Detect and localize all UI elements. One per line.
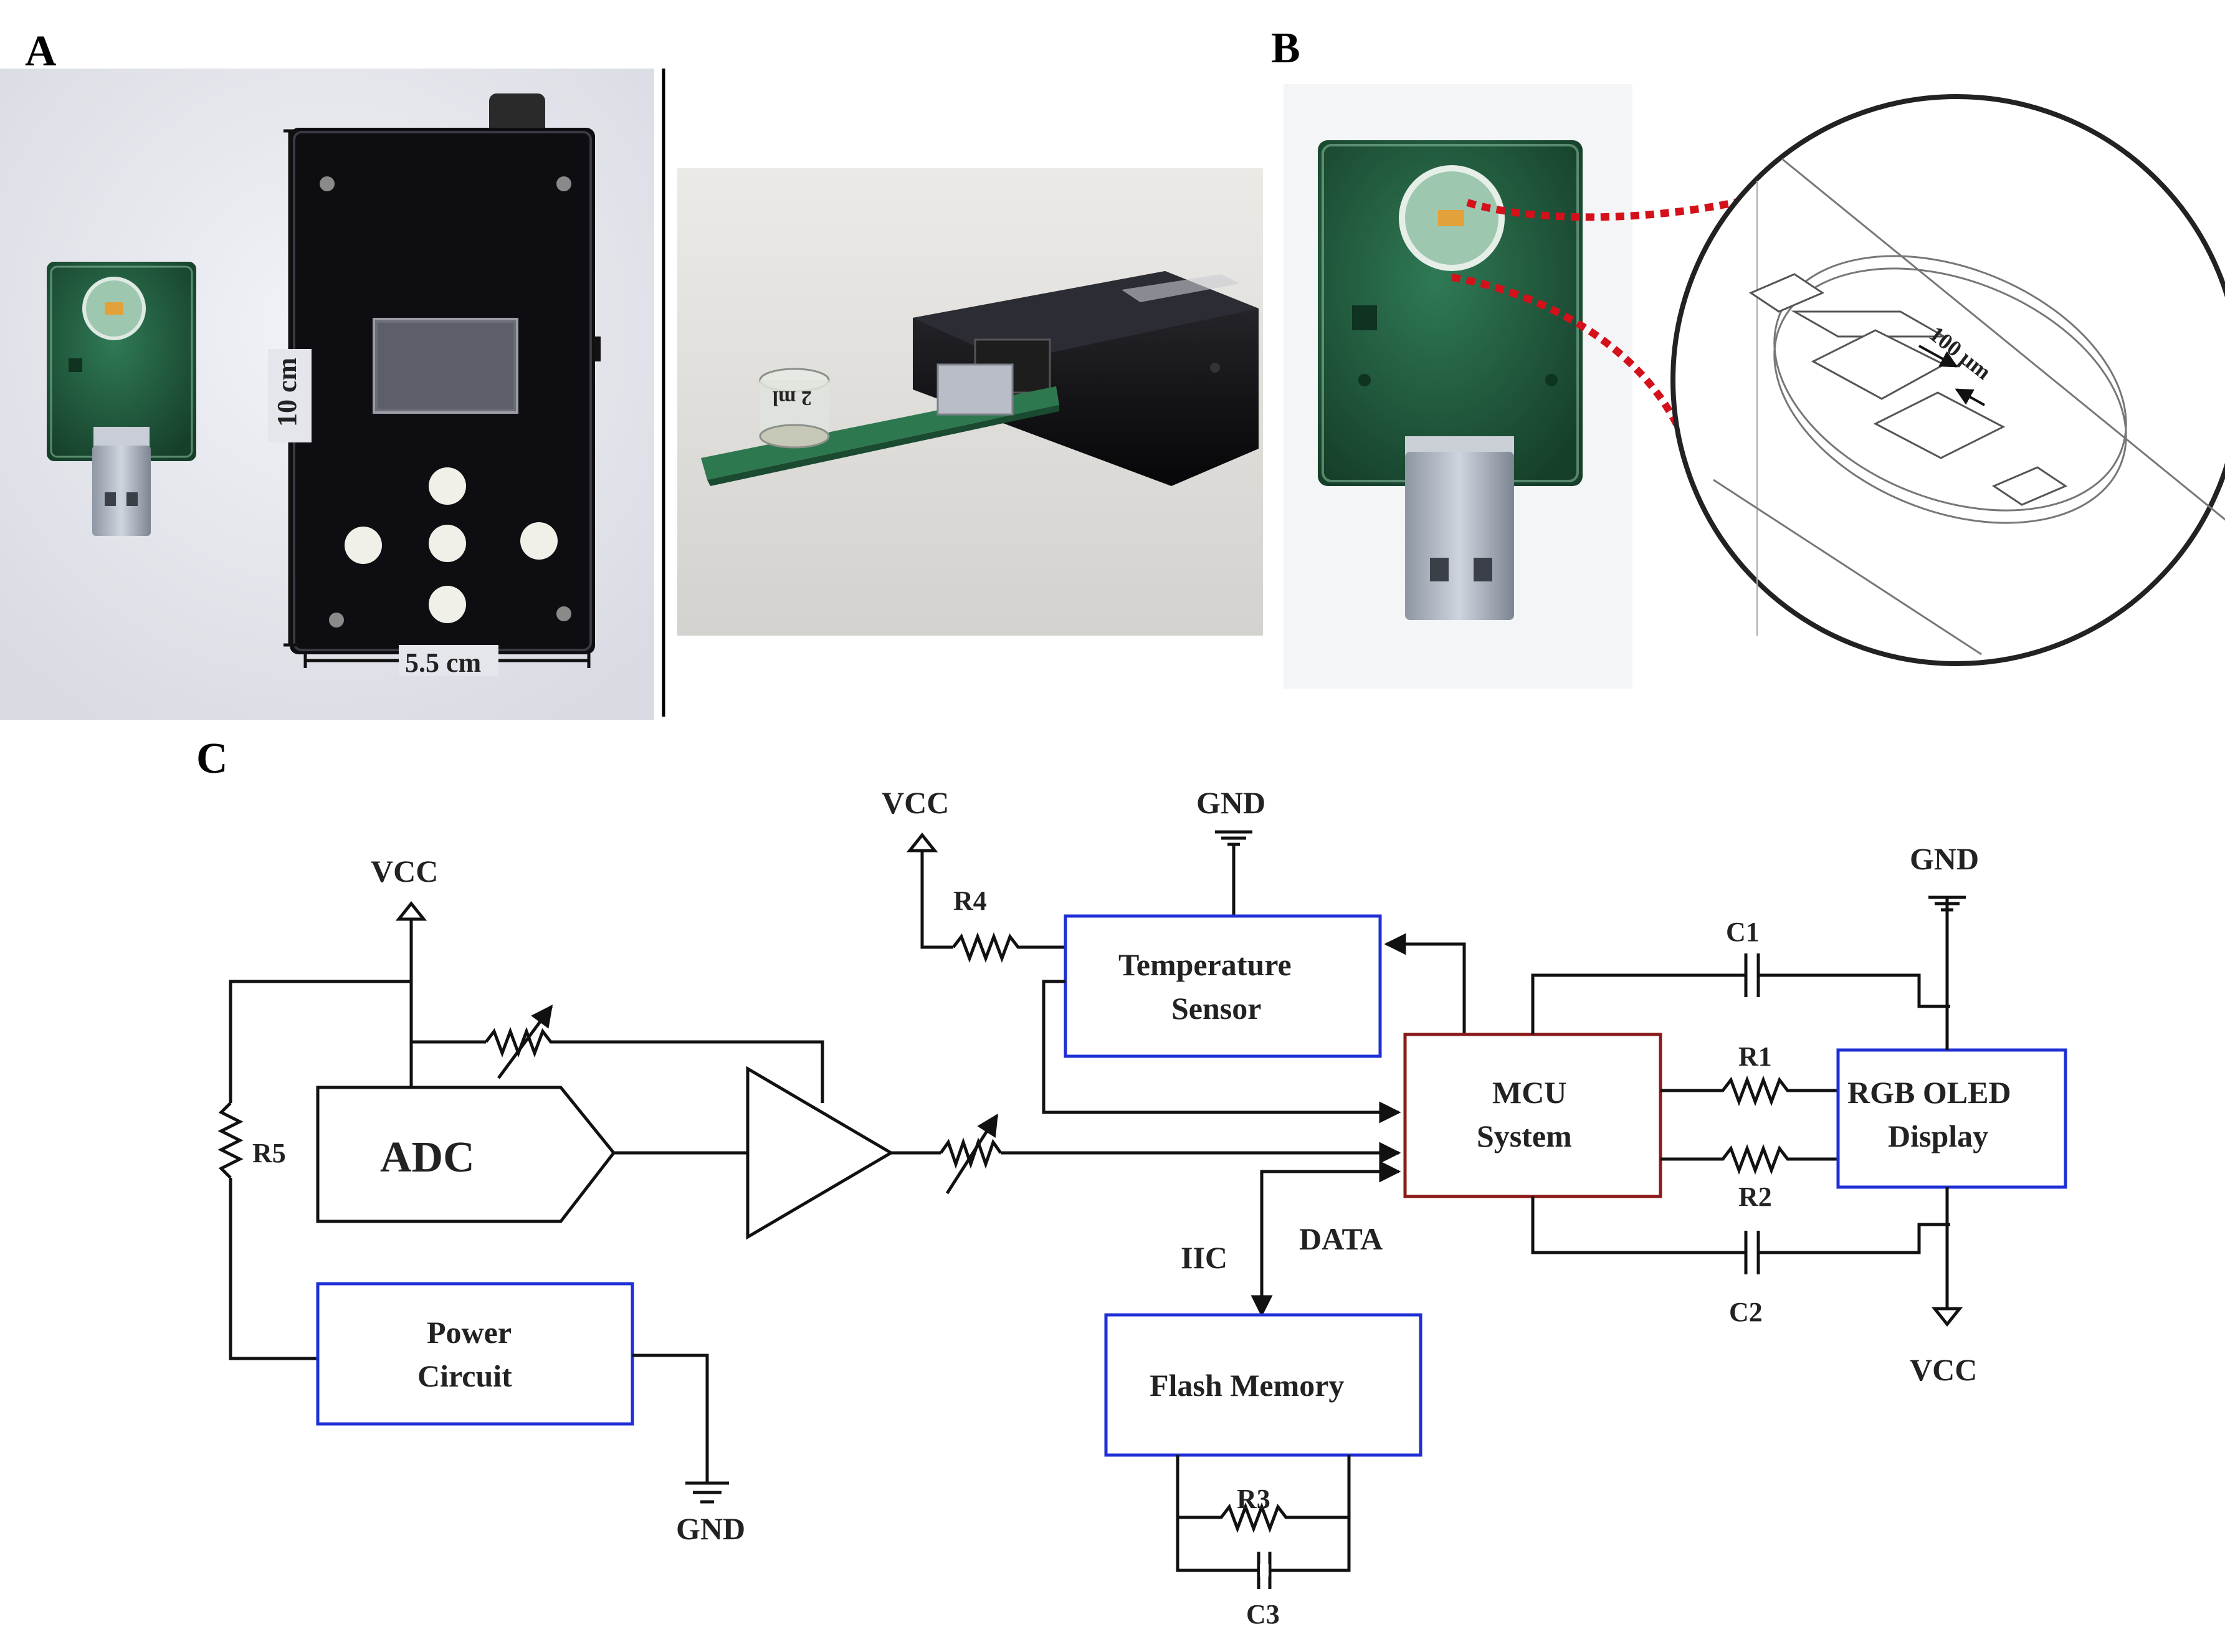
height-dimension-label: 10 cm — [272, 358, 302, 427]
resistor-r4 — [952, 932, 1065, 963]
oled-label-line1: RGB OLED — [1847, 1075, 2011, 1110]
variable-resistor-signal — [939, 1137, 1003, 1169]
electrode-magnified: 100 µm — [1670, 94, 2225, 666]
c1-label: C1 — [1726, 917, 1760, 947]
variable-resistor-feedback — [485, 1026, 583, 1058]
wire-power-gnd — [632, 1354, 709, 1483]
gnd-right-label: GND — [1910, 841, 1979, 876]
panel-label-c: C — [196, 735, 228, 783]
sensor-board-small — [47, 262, 196, 536]
capacitor-c1 — [1744, 953, 1760, 997]
handheld-device — [290, 93, 601, 654]
r2-label: R2 — [1738, 1182, 1772, 1212]
adc-block — [316, 1086, 616, 1223]
r1-label: R1 — [1738, 1041, 1772, 1072]
photo-device-with-sensor: 2 ml — [677, 168, 1263, 636]
r5-label: R5 — [252, 1138, 286, 1168]
vial: 2 ml — [759, 368, 830, 449]
c2-label: C2 — [1729, 1297, 1763, 1327]
r3-label: R3 — [1237, 1484, 1270, 1514]
vcc-right-label: VCC — [1910, 1352, 1977, 1387]
vial-marking: 2 ml — [773, 386, 812, 409]
sensor-board-large — [1284, 84, 1632, 689]
temp-label-line1: Temperature — [1118, 947, 1292, 982]
mcu-label-line2: System — [1477, 1119, 1572, 1153]
width-dimension-label: 5.5 cm — [405, 647, 481, 678]
resistor-r5 — [217, 1102, 244, 1179]
capacitor-c3 — [1257, 1552, 1272, 1589]
wire-vcc-r4 — [920, 851, 953, 949]
wire-feedback-right — [583, 1040, 824, 1103]
variable-resistor-feedback-arrow — [497, 1005, 553, 1079]
wire-c1-oled — [1758, 973, 1950, 1008]
iic-label: IIC — [1181, 1240, 1227, 1275]
gnd-bottom-symbol — [685, 1481, 729, 1504]
resistor-r2 — [1660, 1144, 1838, 1175]
wire-r5-top — [229, 980, 411, 1103]
vcc-temp-symbol — [906, 832, 938, 852]
gnd-bottom-label: GND — [676, 1511, 745, 1546]
temp-label-line2: Sensor — [1171, 991, 1261, 1026]
oled-label-line2: Display — [1888, 1119, 1988, 1153]
wire-mcu-c2 — [1531, 1196, 1745, 1254]
vcc-left-label: VCC — [371, 854, 438, 889]
flash-label: Flash Memory — [1150, 1368, 1344, 1403]
power-label-line1: Power — [427, 1315, 512, 1350]
vcc-temp-label: VCC — [882, 785, 949, 820]
variable-resistor-signal-arrow — [945, 1114, 999, 1195]
gnd-temp-symbol — [1215, 830, 1252, 916]
panel-label-b: B — [1271, 24, 1300, 72]
c3-label: C3 — [1246, 1599, 1280, 1630]
wire-mcu-to-temp — [1384, 933, 1466, 1034]
width-dimension: 5.5 cm — [303, 645, 591, 678]
resistor-r3 — [1178, 1502, 1349, 1534]
r4-label: R4 — [953, 886, 987, 916]
mcu-label-line1: MCU — [1492, 1075, 1566, 1110]
wire-r5-bottom — [229, 1178, 318, 1360]
capacitor-c2 — [1744, 1231, 1760, 1274]
amplifier — [746, 1066, 894, 1240]
wire-c2-oled — [1758, 1223, 1950, 1254]
wire-mcu-c1 — [1531, 973, 1745, 1034]
panel-label-a: A — [25, 27, 57, 75]
data-label: DATA — [1299, 1221, 1383, 1256]
gnd-temp-label: GND — [1196, 785, 1265, 820]
flash-memory-block — [1104, 1313, 1422, 1457]
resistor-r1 — [1660, 1075, 1838, 1107]
adc-label: ADC — [380, 1134, 475, 1182]
temperature-sensor-block — [1064, 914, 1382, 1058]
power-label-line2: Circuit — [417, 1358, 512, 1393]
gnd-right-symbol — [1928, 895, 1966, 1050]
wire-temp-to-mcu — [1042, 980, 1401, 1124]
vcc-right-symbol — [1931, 1307, 1963, 1327]
vcc-left-symbol — [395, 900, 427, 1087]
oled-display-block — [1836, 1048, 2067, 1189]
height-dimension: 10 cm — [268, 129, 312, 647]
power-circuit-block — [316, 1282, 634, 1426]
mcu-system-block — [1403, 1033, 1662, 1198]
